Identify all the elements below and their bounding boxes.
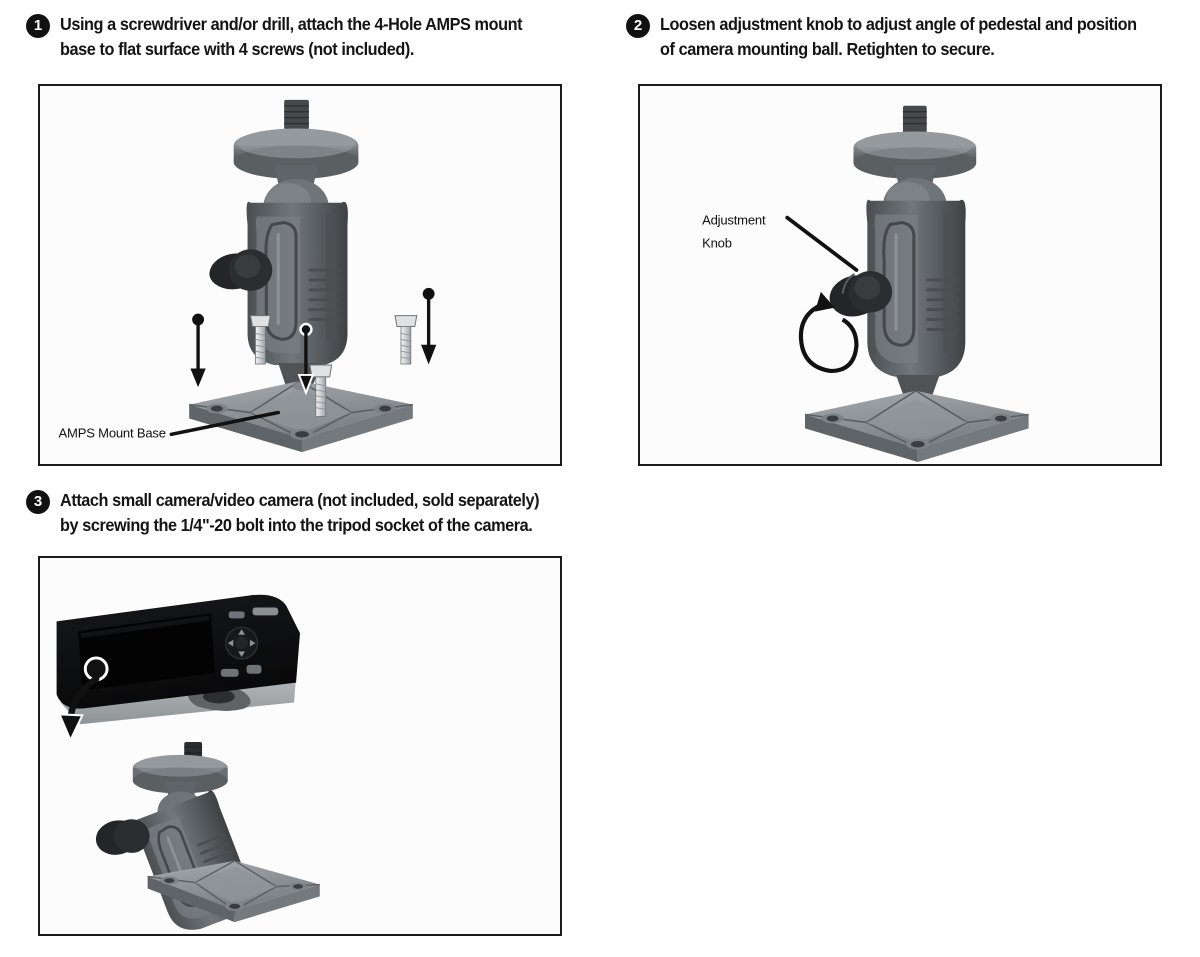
step-2-text: Loosen adjustment knob to adjust angle o… bbox=[660, 14, 1137, 59]
amps-mount-base-plate bbox=[804, 390, 1029, 463]
step-3-block: 3 Attach small camera/video camera (not … bbox=[26, 488, 586, 537]
camera-top-buttons bbox=[228, 607, 279, 619]
camera-bottom-buttons bbox=[220, 664, 262, 677]
arrow-down-right bbox=[420, 287, 437, 365]
arrow-down-center bbox=[297, 322, 315, 396]
screw-right bbox=[394, 315, 418, 365]
step-3-illustration-panel bbox=[38, 556, 562, 936]
digital-camera bbox=[56, 594, 300, 725]
arrow-down-left bbox=[190, 313, 206, 388]
mount-arm-body bbox=[866, 199, 966, 377]
amps-screw-holes bbox=[821, 413, 1012, 450]
mount-arm-body bbox=[246, 201, 348, 366]
round-mount-plate bbox=[853, 131, 977, 180]
adjustment-knob bbox=[209, 249, 273, 291]
step-3-number-badge: 3 bbox=[26, 490, 50, 514]
camera-dpad bbox=[225, 626, 259, 660]
amps-mount-base-plate bbox=[189, 380, 413, 453]
screw-middle bbox=[309, 364, 333, 417]
screw-left bbox=[249, 315, 271, 365]
mount-assembly bbox=[209, 99, 359, 405]
callout-amps-mount-base: AMPS Mount Base bbox=[59, 410, 281, 440]
quarter-twenty-bolt-icon bbox=[284, 99, 309, 130]
step-1-text: Using a screwdriver and/or drill, attach… bbox=[60, 14, 523, 59]
amps-screw-holes bbox=[160, 876, 307, 911]
step-3-heading: 3 Attach small camera/video camera (not … bbox=[26, 488, 586, 537]
step-2-heading: 2 Loosen adjustment knob to adjust angle… bbox=[626, 12, 1186, 61]
mount-assembly bbox=[829, 105, 977, 415]
step-2-illustration-panel: Adjustment Knob bbox=[638, 84, 1162, 466]
step-1-heading: 1 Using a screwdriver and/or drill, atta… bbox=[26, 12, 586, 61]
amps-mount-base-plate bbox=[147, 860, 320, 923]
round-mount-plate bbox=[233, 128, 359, 180]
round-mount-plate bbox=[132, 754, 228, 794]
camera-attachment-arrow bbox=[58, 656, 109, 743]
step-1-block: 1 Using a screwdriver and/or drill, atta… bbox=[26, 12, 586, 61]
quarter-twenty-bolt-icon bbox=[902, 105, 927, 134]
adjustment-knob bbox=[829, 271, 893, 317]
adjustment-knob bbox=[95, 819, 150, 855]
callout-adjustment-knob-label-line2: Knob bbox=[702, 235, 732, 250]
mounting-screws bbox=[249, 315, 418, 417]
step-1-illustration-panel: AMPS Mount Base bbox=[38, 84, 562, 466]
step-2-block: 2 Loosen adjustment knob to adjust angle… bbox=[626, 12, 1186, 61]
callout-adjustment-knob-label-line1: Adjustment bbox=[702, 213, 766, 228]
rotation-arrow-icon bbox=[798, 291, 859, 374]
step-3-text: Attach small camera/video camera (not in… bbox=[60, 490, 540, 535]
callout-amps-mount-base-label: AMPS Mount Base bbox=[59, 425, 166, 440]
callout-adjustment-knob: Adjustment Knob bbox=[702, 213, 859, 272]
step-2-number-badge: 2 bbox=[626, 14, 650, 38]
installation-direction-arrows bbox=[190, 287, 437, 396]
step-1-number-badge: 1 bbox=[26, 14, 50, 38]
